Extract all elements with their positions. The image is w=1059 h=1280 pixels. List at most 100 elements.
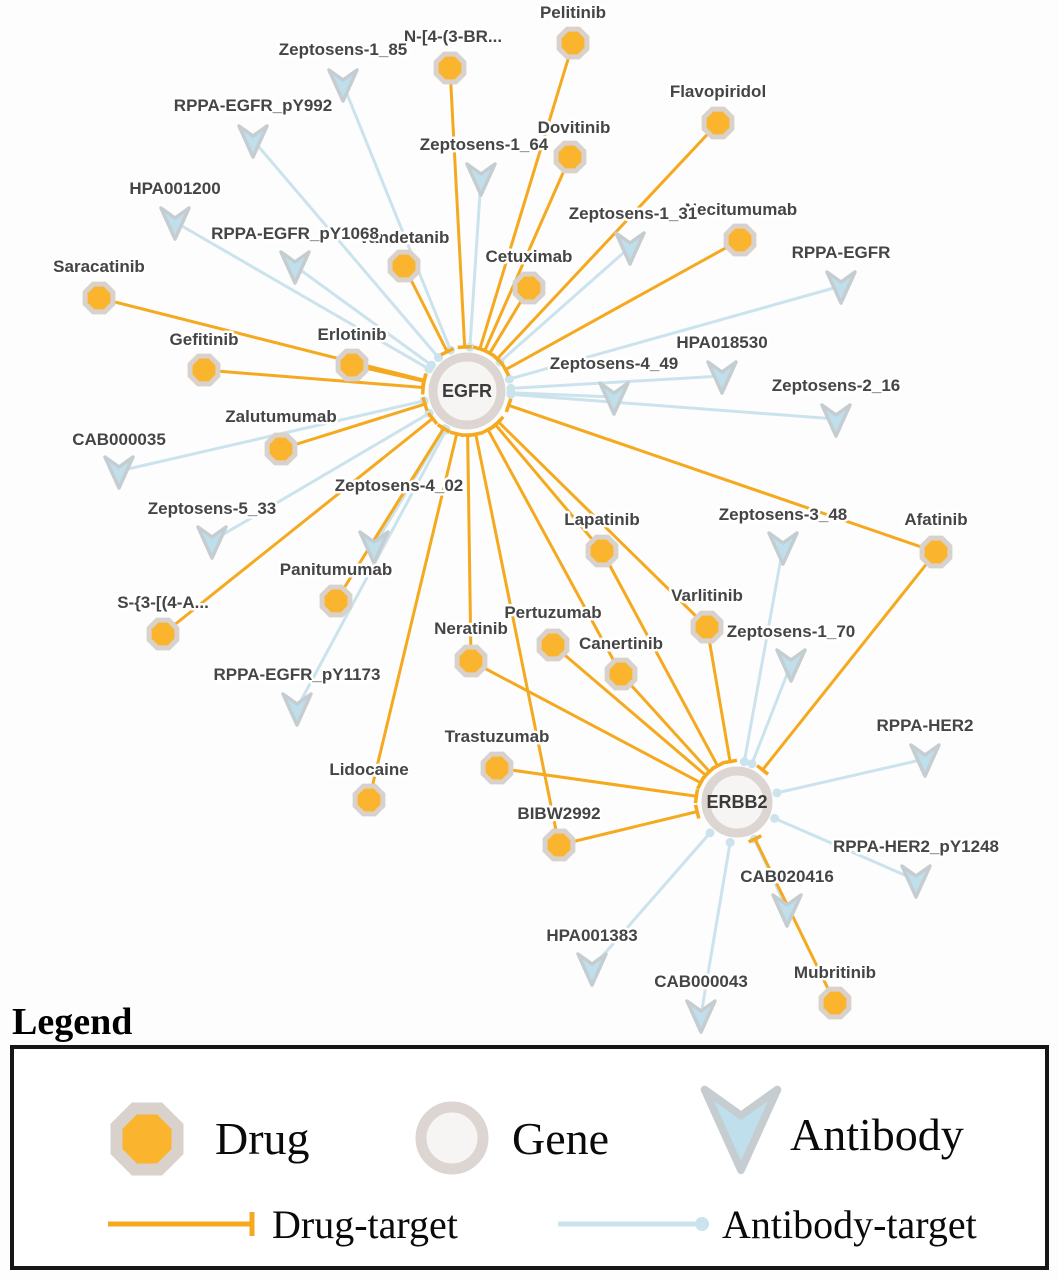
antibody-node-Zeptosens-2_16[interactable] [820,403,852,438]
gene-node-ERBB2[interactable] [701,766,773,838]
legend-antibody-label: Antibody [790,1109,964,1160]
edge-drug [483,156,572,352]
antibody-node-RPPA-EGFR_pY1068[interactable] [279,250,311,285]
antibody-node-Zeptosens-1_70[interactable] [775,648,807,683]
antibody-node-HPA001383[interactable] [576,952,608,987]
inhibition-tee-marker [492,415,505,429]
antibody-node-Zeptosens-3_48[interactable] [767,531,799,566]
edge-antibody [776,757,926,795]
drug-node-Zalutumumab[interactable] [264,432,298,466]
antibody-node-Zeptosens-1_31[interactable] [614,231,646,266]
drug-node-Pertuzumab[interactable] [536,628,570,662]
drug-node-Dovitinib[interactable] [553,140,587,174]
edge-drug [494,423,604,552]
antibody-node-RPPA-EGFR_pY992[interactable] [237,124,269,159]
antibody-dot-marker [705,828,715,838]
edge-antibody [341,83,452,351]
edge-antibody [510,374,723,390]
antibody-node-Zeptosens-5_33[interactable] [196,525,228,560]
edge-antibody [498,245,631,363]
legend-drug-target-label: Drug-target [272,1202,458,1247]
node-label-Canertinib: Canertinib [579,634,663,653]
node-label-Varlitinib: Varlitinib [671,586,743,605]
antibody-dot-marker [504,374,514,384]
antibody-node-Zeptosens-4_02[interactable] [358,530,390,565]
legend-title: Legend [12,1001,132,1043]
node-label-Neratinib: Neratinib [434,619,508,638]
drug-node-Mubritinib[interactable] [818,986,852,1020]
antibody-node-CAB000043[interactable] [685,999,717,1034]
inhibition-tee-marker [468,431,483,438]
antibody-node-CAB000035[interactable] [103,455,135,490]
node-label-CAB000043: CAB000043 [654,972,748,991]
drug-node-Lidocaine[interactable] [352,783,386,817]
node-label-Lapatinib: Lapatinib [564,510,640,529]
edge-drug [753,838,837,1004]
drug-node-S-{3-[(4-A...[interactable] [146,617,180,651]
inhibition-tee-marker [693,804,701,819]
drug-node-Panitumumab[interactable] [319,584,353,618]
antibody-dot-marker [747,759,757,769]
antibody-dot-marker [770,813,780,823]
edge-antibody [294,264,433,367]
inhibition-tee-marker [426,411,439,426]
drug-node-Lapatinib[interactable] [585,534,619,568]
antibody-node-RPPA-EGFR_pY1173[interactable] [281,692,313,727]
inhibition-tee-marker [755,764,770,776]
drug-node-Gefitinib[interactable] [187,353,221,387]
drug-node-Saracatinib[interactable] [82,281,116,315]
drug-node-Erlotinib[interactable] [335,348,369,382]
node-label-Zeptosens-1_64: Zeptosens-1_64 [420,135,549,154]
antibody-dot-marker [426,360,436,370]
edge-drug [504,238,741,372]
antibody-node-Zeptosens-4_49[interactable] [598,381,630,416]
antibody-node-RPPA-EGFR[interactable] [825,270,857,305]
node-label-CAB000035: CAB000035 [72,430,166,449]
drug-node-BIBW2992[interactable] [542,828,576,862]
edge-antibody [699,842,732,1016]
legend-gene-circle-icon [415,1101,489,1175]
inhibition-tee-marker [693,789,700,804]
drug-node-Vandetanib[interactable] [387,249,421,283]
node-label-Flavopiridol: Flavopiridol [670,82,766,101]
node-label-Lidocaine: Lidocaine [329,760,408,779]
node-label-S-{3-[(4-A...: S-{3-[(4-A... [117,593,209,612]
edge-drug [367,433,459,801]
antibody-node-Zeptosens-1_85[interactable] [327,68,359,103]
drug-node-Flavopiridol[interactable] [701,106,735,140]
inhibition-tee-marker [481,424,496,435]
legend-antibody-chevron-icon [700,1085,782,1175]
gene-node-EGFR[interactable] [428,352,506,430]
drug-node-Canertinib[interactable] [604,657,638,691]
antibody-dot-marker [772,788,782,798]
legend-drug-label: Drug [215,1113,310,1164]
antibody-node-CAB020416[interactable] [771,893,803,928]
antibody-node-Zeptosens-1_64[interactable] [465,162,497,197]
antibody-node-HPA018530[interactable] [706,360,738,395]
antibody-node-RPPA-HER2[interactable] [909,743,941,778]
drug-node-Afatinib[interactable] [919,535,953,569]
inhibition-tee-marker [420,374,428,389]
node-label-RPPA-EGFR_pY1068: RPPA-EGFR_pY1068 [211,224,379,243]
drug-node-Varlitinib[interactable] [690,610,724,644]
antibody-node-RPPA-HER2_pY1248[interactable] [900,864,932,899]
edge-drug [162,417,434,636]
legend-antibody-target-label: Antibody-target [722,1202,977,1247]
node-label-Zeptosens-3_48: Zeptosens-3_48 [719,505,848,524]
node-label-N-[4-(3-BR...: N-[4-(3-BR... [404,27,502,46]
drug-node-Cetuximab[interactable] [512,271,546,305]
edge-drug [280,402,426,451]
drug-node-N-[4-(3-BR...[interactable] [433,51,467,85]
drug-node-Pelitinib[interactable] [556,26,590,60]
edge-drug [448,67,467,348]
node-label-RPPA-HER2_pY1248: RPPA-HER2_pY1248 [833,837,999,856]
legend-drug-octagon-icon [110,1102,184,1176]
drug-node-Necitumumab[interactable] [723,223,757,257]
node-label-Zeptosens-4_02: Zeptosens-4_02 [335,476,464,495]
node-label-Pertuzumab: Pertuzumab [504,603,601,622]
drug-node-Neratinib[interactable] [454,644,488,678]
node-label-CAB020416: CAB020416 [740,867,834,886]
drug-node-Trastuzumab[interactable] [480,751,514,785]
antibody-node-HPA001200[interactable] [159,206,191,241]
